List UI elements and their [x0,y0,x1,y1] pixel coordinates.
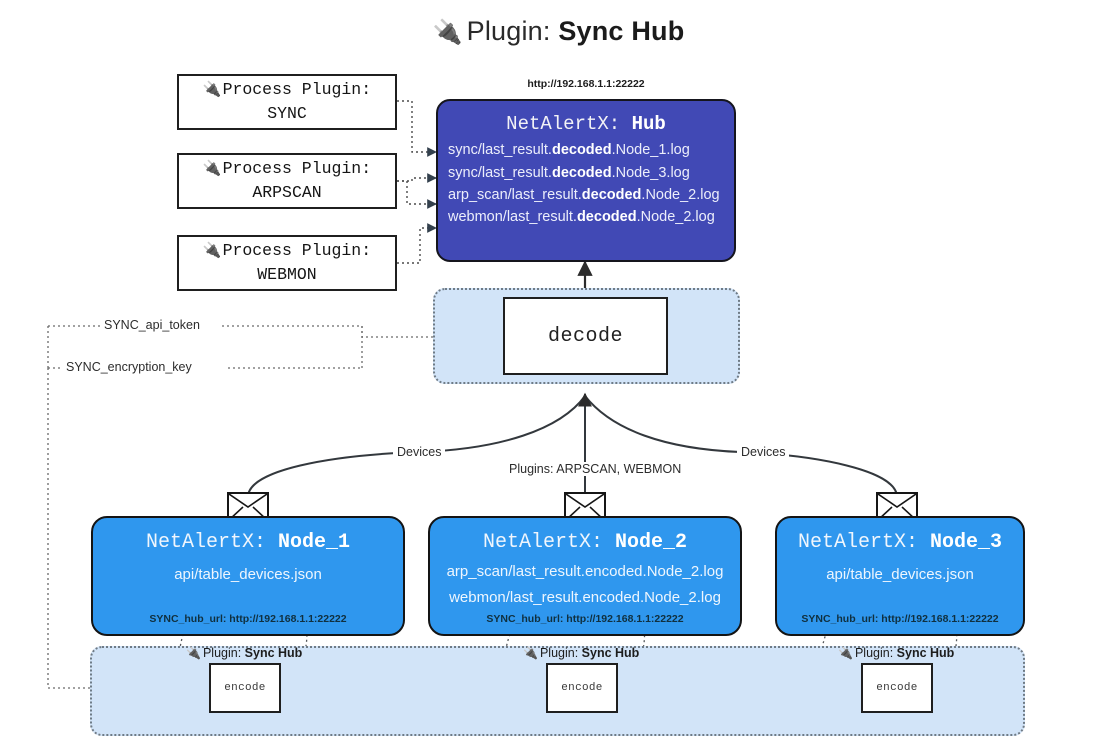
process-plugin-webmon[interactable]: 🔌Process Plugin: WEBMON [177,235,397,291]
plug-icon: 🔌 [432,19,463,46]
encode-box-node-1[interactable]: encode [209,663,281,713]
process-plugin-sync[interactable]: 🔌Process Plugin: SYNC [177,74,397,130]
encode-box-node-2[interactable]: encode [546,663,618,713]
node-title: NetAlertX: Node_2 [482,531,688,554]
process-plugin-arpscan[interactable]: 🔌Process Plugin: ARPSCAN [177,153,397,209]
node-title: NetAlertX: Node_1 [145,531,351,554]
plug-icon: 🔌 [186,646,201,660]
node-footer: SYNC_hub_url: http://192.168.1.1:22222 [801,613,999,625]
edge-label-plugins-center: Plugins: ARPSCAN, WEBMON [505,462,686,476]
plug-icon: 🔌 [523,646,538,660]
decode-box[interactable]: decode [503,297,668,375]
hub-log-line: sync/last_result.decoded.Node_1.log [448,142,690,158]
edge-label-devices-left: Devices [393,445,446,459]
node-box-node-1[interactable]: NetAlertX: Node_1 api/table_devices.json… [91,516,405,636]
encoder-plugin-label: 🔌Plugin: Sync Hub [186,646,303,660]
page-title-prefix: Plugin: [466,16,559,46]
plug-icon: 🔌 [202,159,222,178]
encode-box-node-3[interactable]: encode [861,663,933,713]
hub-node[interactable]: NetAlertX: Hub sync/last_result.decoded.… [436,99,736,262]
plug-icon: 🔌 [838,646,853,660]
process-plugin-line2: WEBMON [257,265,317,284]
process-plugin-line1: 🔌Process Plugin: [202,241,372,261]
node-footer: SYNC_hub_url: http://192.168.1.1:22222 [149,613,347,625]
sync-encryption-key-label: SYNC_encryption_key [62,360,196,374]
node-line: webmon/last_result.encoded.Node_2.log [449,589,721,606]
process-plugin-line2: SYNC [267,104,307,123]
process-plugin-line1: 🔌Process Plugin: [202,80,372,100]
node-line: api/table_devices.json [174,566,322,583]
encoder-plugin-label: 🔌Plugin: Sync Hub [523,646,640,660]
encode-label: encode [876,682,918,694]
hub-title: NetAlertX: Hub [506,113,666,135]
plug-icon: 🔌 [202,241,222,260]
node-box-node-3[interactable]: NetAlertX: Node_3 api/table_devices.json… [775,516,1025,636]
node-footer: SYNC_hub_url: http://192.168.1.1:22222 [486,613,684,625]
edge-label-devices-right: Devices [737,445,790,459]
sync-api-token-label: SYNC_api_token [100,318,204,332]
hub-log-line: arp_scan/last_result.decoded.Node_2.log [448,187,720,203]
process-plugin-line1: 🔌Process Plugin: [202,159,372,179]
process-plugin-line2: ARPSCAN [252,183,322,202]
node-line: arp_scan/last_result.encoded.Node_2.log [446,563,724,580]
hub-log-line: webmon/last_result.decoded.Node_2.log [448,209,715,225]
node-box-node-2[interactable]: NetAlertX: Node_2 arp_scan/last_result.e… [428,516,742,636]
encoder-plugin-label: 🔌Plugin: Sync Hub [838,646,955,660]
page-title-name: Sync Hub [558,16,685,46]
encode-label: encode [224,682,266,694]
node-line: api/table_devices.json [826,566,974,583]
node-title: NetAlertX: Node_3 [797,531,1003,554]
hub-url-label: http://192.168.1.1:22222 [527,78,645,90]
hub-log-line: sync/last_result.decoded.Node_3.log [448,165,690,181]
decode-label: decode [547,324,623,348]
encode-label: encode [561,682,603,694]
plug-icon: 🔌 [202,80,222,99]
page-title: 🔌Plugin: Sync Hub [0,16,1117,47]
